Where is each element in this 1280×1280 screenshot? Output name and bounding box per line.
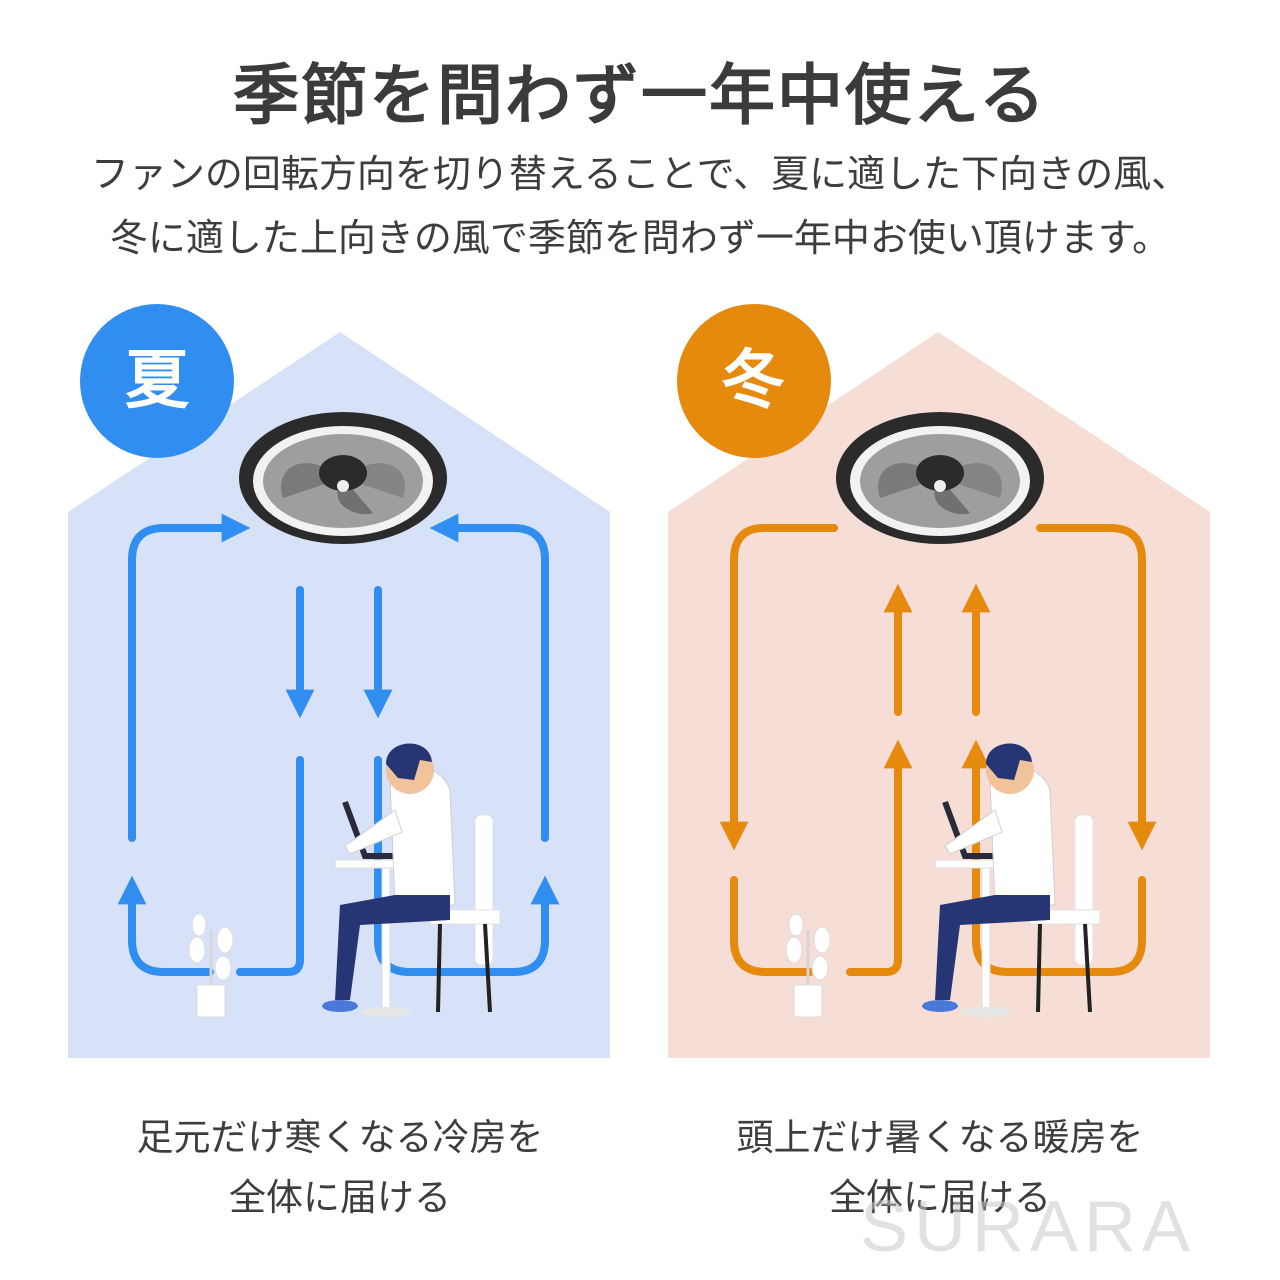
page-subtitle: ファンの回転方向を切り替えることで、夏に適した下向きの風、 冬に適した上向きの風…: [0, 142, 1280, 270]
ceiling-fan-icon: [836, 412, 1044, 544]
winter-caption-line-1: 頭上だけ暑くなる暖房を: [736, 1116, 1144, 1159]
summer-caption-line-1: 足元だけ寒くなる冷房を: [136, 1116, 544, 1159]
page-title: 季節を問わず一年中使える: [232, 57, 1048, 134]
subtitle-line-1: ファンの回転方向を切り替えることで、夏に適した下向きの風、: [90, 152, 1190, 196]
summer-badge: [80, 304, 234, 458]
summer-caption-line-2: 全体に届ける: [229, 1176, 451, 1219]
winter-badge: [677, 304, 831, 458]
brand-watermark: SURARA: [860, 1187, 1197, 1267]
winter-caption: 頭上だけ暑くなる暖房を 全体に届ける: [660, 1108, 1220, 1228]
subtitle-line-2: 冬に適した上向きの風で季節を問わず一年中お使い頂けます。: [109, 216, 1171, 260]
winter-panel: [668, 304, 1210, 1058]
ceiling-fan-icon: [239, 412, 447, 544]
summer-badge-label: 夏: [125, 344, 189, 418]
summer-panel: [68, 304, 610, 1058]
winter-airflow-arrows: [719, 524, 1157, 976]
winter-badge-label: 冬: [721, 344, 785, 418]
summer-caption: 足元だけ寒くなる冷房を 全体に届ける: [60, 1108, 620, 1228]
winter-caption-line-2: 全体に届ける: [829, 1176, 1051, 1219]
